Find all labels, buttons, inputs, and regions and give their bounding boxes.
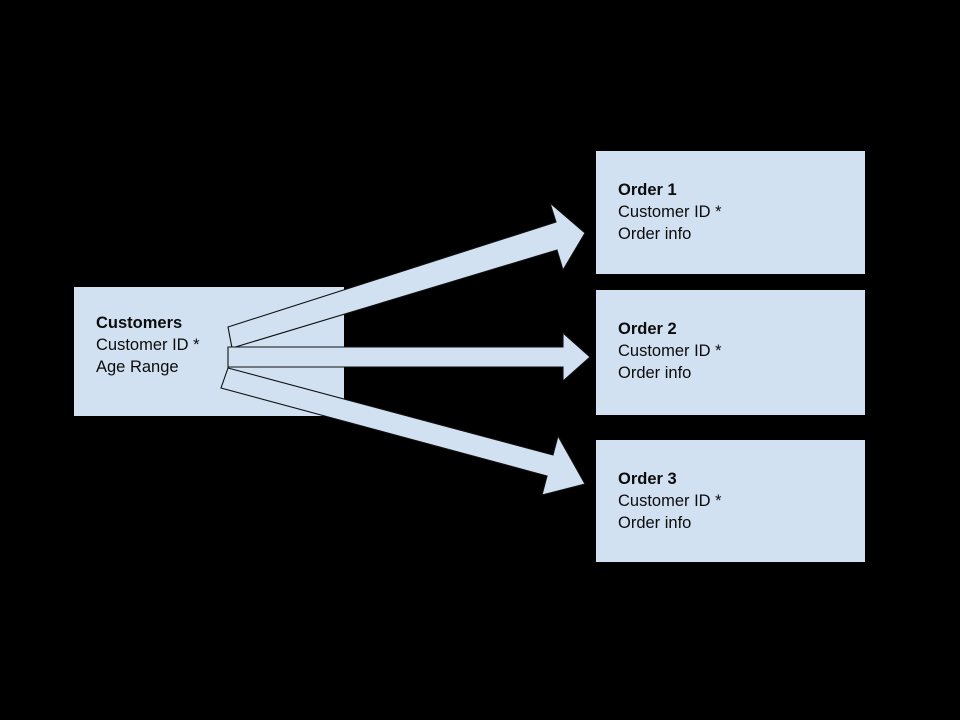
entity-box-order-3[interactable]: Order 3 Customer ID * Order info xyxy=(596,440,865,562)
entity-field-customers-1: Age Range xyxy=(96,358,179,376)
entity-title-order-1: Order 1 xyxy=(618,181,677,199)
entity-box-order-1[interactable]: Order 1 Customer ID * Order info xyxy=(596,151,865,274)
entity-box-order-2[interactable]: Order 2 Customer ID * Order info xyxy=(596,290,865,415)
entity-box-customers[interactable]: Customers Customer ID * Age Range xyxy=(74,287,344,416)
entity-field-order-3-0: Customer ID * xyxy=(618,492,722,510)
entity-field-order-1-0: Customer ID * xyxy=(618,203,722,221)
entity-field-order-3-1: Order info xyxy=(618,514,692,532)
entity-field-customers-0: Customer ID * xyxy=(96,336,200,354)
entity-field-order-1-1: Order info xyxy=(618,225,692,243)
entity-title-order-2: Order 2 xyxy=(618,320,677,338)
entity-title-order-3: Order 3 xyxy=(618,470,677,488)
entity-field-order-2-0: Customer ID * xyxy=(618,342,722,360)
entity-field-order-2-1: Order info xyxy=(618,364,692,382)
entity-title-customers: Customers xyxy=(96,314,183,332)
